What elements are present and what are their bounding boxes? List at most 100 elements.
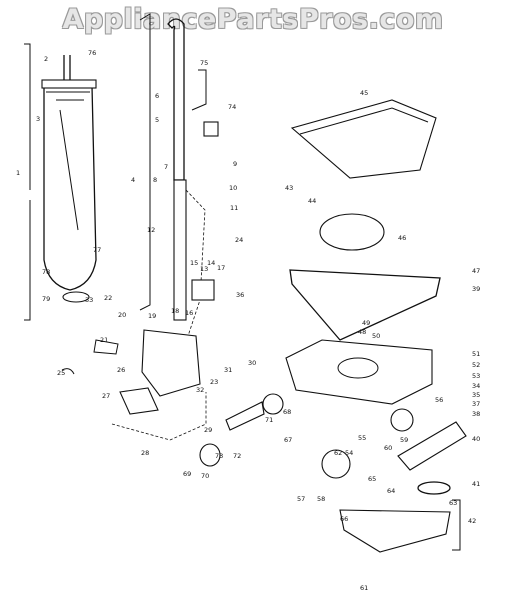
callout-51: 51 (472, 350, 480, 358)
bag-outer (43, 85, 97, 291)
body-assembly (285, 99, 467, 553)
callout-67: 67 (284, 436, 292, 444)
callout-22: 22 (104, 294, 112, 302)
pivot-bracket (141, 329, 201, 397)
callout-74: 74 (228, 103, 236, 111)
callout-31: 31 (224, 366, 232, 374)
lower-handle-parts (61, 329, 284, 467)
wheel-small (199, 443, 221, 467)
callout-73: 73 (215, 452, 223, 460)
callout-6: 6 (155, 92, 159, 100)
watermark-logo: AppliancePartsPros.com (62, 4, 444, 35)
callout-25: 25 (57, 369, 65, 377)
callout-4: 4 (131, 176, 135, 184)
callout-47: 47 (472, 267, 480, 275)
callout-68: 68 (283, 408, 291, 416)
callout-65: 65 (368, 475, 376, 483)
bracket-4 (139, 13, 151, 311)
callout-29: 29 (204, 426, 212, 434)
callout-3: 3 (36, 115, 40, 123)
callout-17: 17 (217, 264, 225, 272)
callout-76: 76 (88, 49, 96, 57)
callout-71: 71 (265, 416, 273, 424)
callout-19: 19 (148, 312, 156, 320)
wheel-right (390, 408, 414, 432)
callout-43: 43 (285, 184, 293, 192)
switch (203, 121, 219, 137)
callout-48: 48 (358, 328, 366, 336)
callout-75: 75 (200, 59, 208, 67)
callout-46: 46 (398, 234, 406, 242)
agitator-brush (397, 421, 467, 471)
callout-45: 45 (360, 89, 368, 97)
cord-hook (191, 69, 207, 111)
hood-edge (299, 107, 429, 135)
callout-24: 24 (235, 236, 243, 244)
callout-40: 40 (472, 435, 480, 443)
bag-clamp (62, 291, 90, 303)
bracket-1 (24, 43, 31, 321)
callout-52: 52 (472, 361, 480, 369)
callout-54: 54 (345, 449, 353, 457)
cord-clip (93, 339, 119, 355)
linkage-dashed (111, 392, 207, 441)
callout-63: 63 (449, 499, 457, 507)
bag-detail (46, 91, 90, 231)
callout-70: 70 (201, 472, 209, 480)
callout-10: 10 (229, 184, 237, 192)
callout-64: 64 (387, 487, 395, 495)
bag-collar (41, 79, 97, 89)
handle-tube (173, 179, 187, 321)
callout-5: 5 (155, 116, 159, 124)
callout-8: 8 (153, 176, 157, 184)
callout-66: 66 (340, 515, 348, 523)
callout-13: 13 (200, 265, 208, 273)
callout-37: 37 (472, 400, 480, 408)
drive-belt (417, 481, 451, 495)
pedal-link (225, 401, 265, 431)
callout-62: 62 (334, 449, 342, 457)
callout-12: 12 (147, 226, 155, 234)
callout-58: 58 (317, 495, 325, 503)
bag-spring (63, 55, 71, 80)
callout-14: 14 (207, 259, 215, 267)
callout-60: 60 (384, 444, 392, 452)
callout-59: 59 (400, 436, 408, 444)
fan-chamber (337, 357, 379, 379)
callout-23: 23 (210, 378, 218, 386)
callout-18: 18 (171, 307, 179, 315)
callout-30: 30 (248, 359, 256, 367)
wheel-left (321, 449, 351, 479)
motor (319, 213, 385, 251)
callout-78: 78 (42, 268, 50, 276)
bumper (289, 269, 441, 341)
callout-69: 69 (183, 470, 191, 478)
pulley-wheel (262, 393, 284, 415)
handle-assembly (139, 13, 219, 361)
callout-55: 55 (358, 434, 366, 442)
hood-cover (290, 99, 437, 179)
callout-35: 35 (472, 391, 480, 399)
callout-26: 26 (117, 366, 125, 374)
callout-11: 11 (230, 204, 238, 212)
callout-36: 36 (236, 291, 244, 299)
callout-16: 16 (185, 309, 193, 317)
callout-27: 27 (102, 392, 110, 400)
callout-53: 53 (472, 372, 480, 380)
callout-9: 9 (233, 160, 237, 168)
callout-77: 77 (93, 246, 101, 254)
callout-28: 28 (141, 449, 149, 457)
callout-labels: 1 2 3 4 5 6 7 8 9 10 11 12 13 14 15 16 1… (16, 49, 480, 592)
callout-33: 33 (85, 296, 93, 304)
callout-38: 38 (472, 410, 480, 418)
callout-57: 57 (297, 495, 305, 503)
handle-top (167, 18, 185, 181)
callout-41: 41 (472, 480, 480, 488)
callout-56: 56 (435, 396, 443, 404)
callout-72: 72 (233, 452, 241, 460)
bracket-62 (452, 499, 461, 551)
callout-79: 79 (42, 295, 50, 303)
callout-32: 32 (196, 386, 204, 394)
bag-adapter (191, 279, 215, 301)
